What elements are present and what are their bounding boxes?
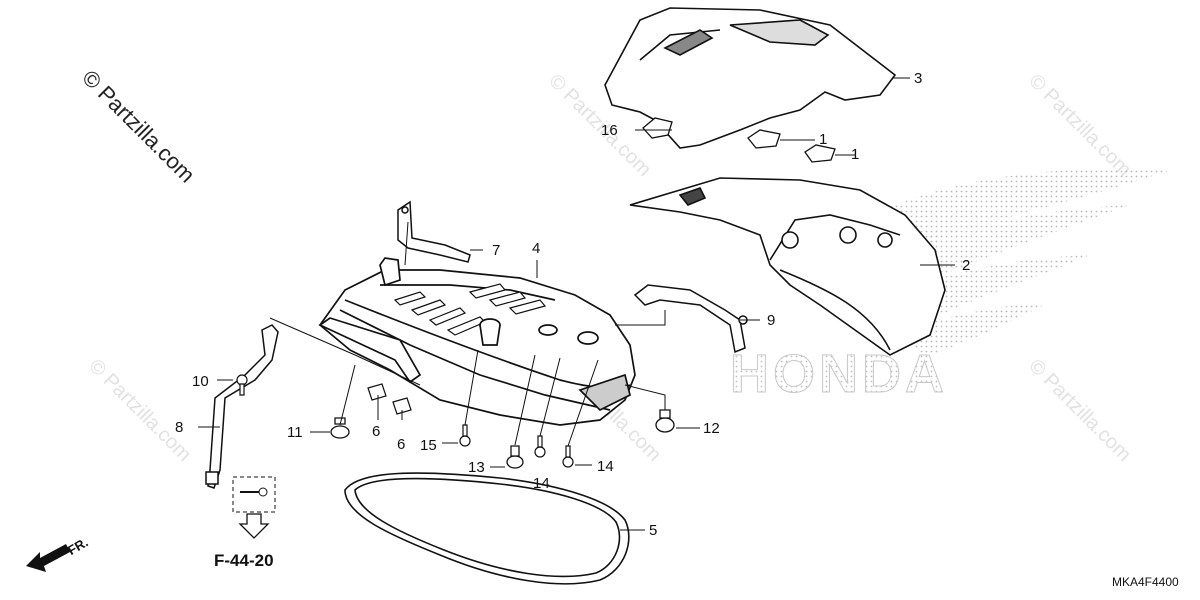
- callout-16: 16: [601, 122, 618, 139]
- callout-2: 2: [962, 257, 971, 274]
- screw-part-10: [236, 374, 248, 396]
- screw-part-14a: [534, 435, 546, 458]
- figure-reference[interactable]: F-44-20: [214, 551, 274, 570]
- callout-3: 3: [914, 70, 923, 87]
- cushion-part-6b: [392, 397, 412, 415]
- callout-14: 14: [533, 475, 550, 492]
- bracket-part-7: [397, 200, 471, 263]
- callout-4: 4: [532, 240, 541, 257]
- inner-cover-part-2: [629, 177, 946, 356]
- callout-6: 6: [397, 436, 406, 453]
- honda-wing-logo: [870, 168, 1170, 355]
- bolt-part-13: [506, 445, 524, 469]
- callout-1: 1: [819, 131, 828, 148]
- stay-part-8: [205, 324, 279, 489]
- reference-box: [232, 476, 276, 513]
- callout-12: 12: [703, 420, 720, 437]
- callout-8: 8: [175, 419, 184, 436]
- callout-1: 1: [851, 146, 860, 163]
- callout-7: 7: [492, 242, 501, 259]
- clip-part-1b: [804, 144, 836, 163]
- clip-part-16: [642, 117, 673, 139]
- meter-case-part-4: [318, 257, 636, 426]
- callout-6: 6: [372, 423, 381, 440]
- bolt-part-12: [655, 409, 675, 433]
- front-direction-arrow-icon: [26, 544, 70, 572]
- callout-9: 9: [767, 312, 776, 329]
- callout-5: 5: [649, 522, 658, 539]
- callout-13: 13: [468, 459, 485, 476]
- leader-lines: [198, 77, 955, 531]
- callout-14: 14: [597, 458, 614, 475]
- top-cover-part-3: [604, 7, 897, 149]
- callout-15: 15: [420, 437, 437, 454]
- callout-11: 11: [287, 424, 303, 441]
- bracket-part-9: [633, 284, 748, 354]
- reference-arrow-icon: [238, 513, 270, 539]
- seal-part-5: [344, 472, 630, 585]
- screw-part-14b: [562, 445, 574, 468]
- callout-10: 10: [192, 373, 209, 390]
- cushion-part-6a: [367, 383, 387, 401]
- bolt-part-11: [330, 417, 350, 439]
- diagram-code: MKA4F4400: [1112, 575, 1179, 589]
- clip-part-1a: [747, 129, 781, 149]
- screw-part-15: [459, 424, 471, 447]
